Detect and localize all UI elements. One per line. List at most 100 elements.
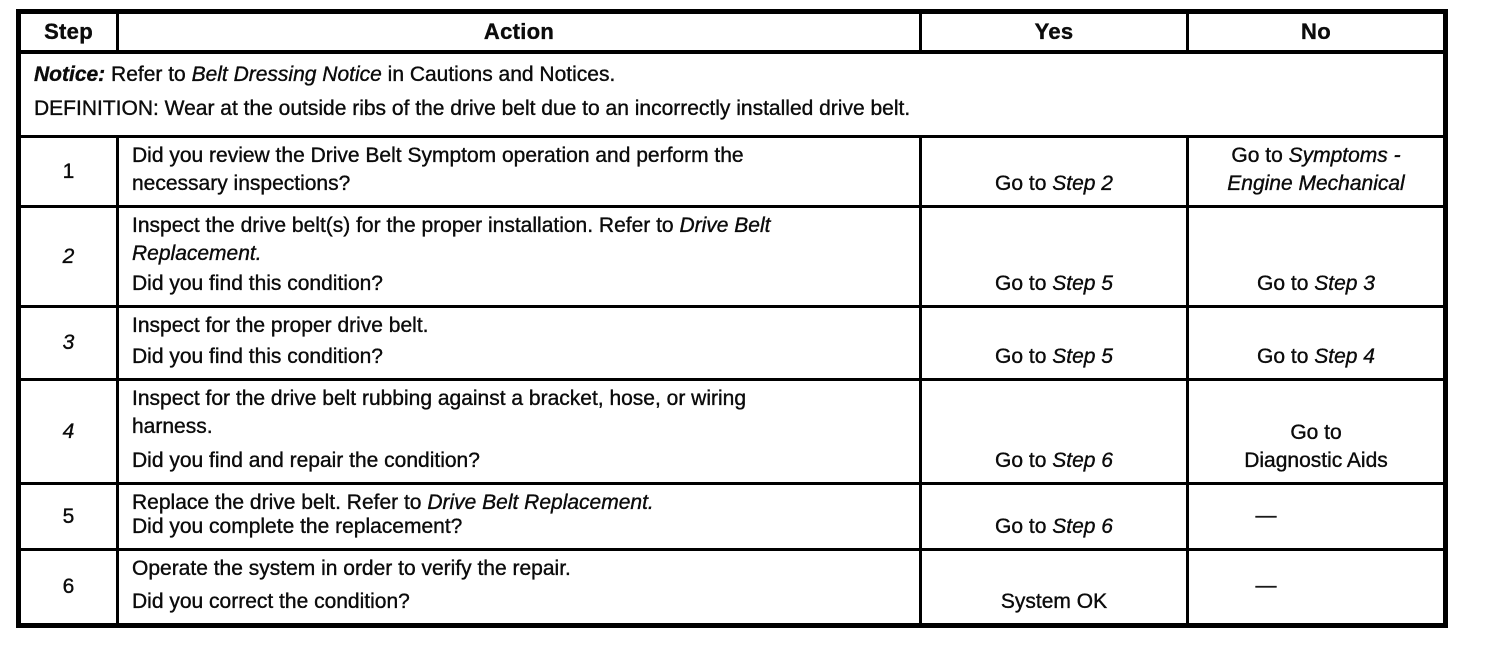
no-dash: —	[1143, 502, 1389, 530]
goto-ref: Step 2	[1052, 172, 1113, 195]
col-header-step: Step	[17, 10, 119, 54]
header-row: Step Action Yes No	[17, 10, 1447, 54]
diagnostic-table: Step Action Yes No Notice: Refer to Belt…	[16, 9, 1448, 628]
no-cell: Go to Symptoms - Engine Mechanical	[1186, 135, 1447, 208]
result-text: System OK	[1000, 590, 1108, 613]
step-number: 5	[17, 482, 119, 551]
action-text: Operate the system in order to verify th…	[132, 557, 571, 580]
goto-ref: Engine Mechanical	[1227, 172, 1405, 195]
action-intro-line: Replace the drive belt. Refer to Drive B…	[132, 489, 911, 517]
no-cell: Go to Step 3	[1186, 205, 1447, 308]
action-text: Did you review the Drive Belt Symptom op…	[132, 144, 744, 167]
notice-cell: Notice: Refer to Belt Dressing Notice in…	[17, 50, 1447, 138]
table-row-step-5: 5 Replace the drive belt. Refer to Drive…	[17, 482, 1447, 551]
action-text: necessary inspections?	[132, 172, 351, 195]
notice-row: Notice: Refer to Belt Dressing Notice in…	[17, 50, 1447, 138]
no-cell: —	[1186, 482, 1447, 551]
table-row-step-6: 6 Operate the system in order to verify …	[17, 548, 1447, 627]
action-question: Did you find this condition?	[132, 345, 383, 368]
goto-text: Go to	[995, 172, 1053, 195]
notice-text-before-ref: Refer to	[105, 63, 192, 86]
action-cell: Operate the system in order to verify th…	[116, 548, 922, 627]
table-row-step-2: 2 Inspect the drive belt(s) for the prop…	[17, 205, 1447, 308]
action-intro-line: Operate the system in order to verify th…	[132, 555, 911, 583]
table-row-step-1: 1 Did you review the Drive Belt Symptom …	[17, 135, 1447, 208]
action-question: Did you find and repair the condition?	[132, 449, 480, 472]
goto-ref: Step 3	[1314, 272, 1375, 295]
no-cell: —	[1186, 548, 1447, 627]
no-goto-line: Diagnostic Aids	[1193, 447, 1439, 475]
action-intro-line: Inspect the drive belt(s) for the proper…	[132, 212, 911, 240]
action-cell: Did you review the Drive Belt Symptom op…	[116, 135, 922, 208]
yes-goto: Go to Step 6	[926, 513, 1182, 541]
yes-cell: Go to Step 2	[919, 135, 1189, 208]
no-dash: —	[1143, 572, 1389, 600]
yes-cell: System OK	[919, 548, 1189, 627]
action-question: Did you find this condition?	[132, 272, 383, 295]
goto-text: Go to	[1290, 421, 1342, 444]
notice-label: Notice:	[34, 63, 106, 86]
goto-ref: Step 5	[1052, 272, 1113, 295]
definition-text: DEFINITION: Wear at the outside ribs of …	[34, 97, 911, 120]
action-text: Inspect the drive belt(s) for the proper…	[132, 214, 680, 237]
action-text: Inspect for the drive belt rubbing again…	[132, 387, 747, 410]
no-cell: Go to Diagnostic Aids	[1186, 378, 1447, 485]
no-goto-line: Go to Step 4	[1193, 343, 1439, 371]
step-number: 4	[17, 378, 119, 485]
step-number: 3	[17, 305, 119, 381]
step-number: 6	[17, 548, 119, 627]
yes-goto: Go to Step 5	[926, 343, 1182, 371]
col-header-yes: Yes	[919, 10, 1189, 54]
action-text: harness.	[132, 415, 213, 438]
dash-glyph: —	[1255, 574, 1277, 597]
action-cell: Inspect for the proper drive belt. Did y…	[116, 305, 922, 381]
step-number: 2	[17, 205, 119, 308]
no-goto-line: Engine Mechanical	[1193, 170, 1439, 198]
action-reference: Drive Belt Replacement.	[427, 491, 654, 514]
action-intro-line: Replacement.	[132, 240, 911, 268]
yes-cell: Go to Step 6	[919, 378, 1189, 485]
goto-text: Go to	[995, 515, 1053, 538]
goto-text: Go to	[1257, 345, 1315, 368]
yes-goto: Go to Step 2	[926, 170, 1182, 198]
action-text: Inspect for the proper drive belt.	[132, 314, 429, 337]
goto-text: Go to	[995, 345, 1053, 368]
action-text: Replace the drive belt. Refer to	[132, 491, 428, 514]
action-intro-line: harness.	[132, 413, 911, 441]
action-cell: Replace the drive belt. Refer to Drive B…	[116, 482, 922, 551]
no-goto-line: Go to Symptoms -	[1193, 142, 1439, 170]
goto-ref: Step 6	[1052, 515, 1113, 538]
goto-ref: Step 6	[1052, 449, 1113, 472]
yes-cell: Go to Step 5	[919, 205, 1189, 308]
yes-cell: Go to Step 6	[919, 482, 1189, 551]
yes-cell: Go to Step 5	[919, 305, 1189, 381]
action-question: Did you correct the condition?	[132, 590, 410, 613]
yes-goto: Go to Step 6	[926, 447, 1182, 475]
goto-text: Diagnostic Aids	[1244, 449, 1388, 472]
table-row-step-3: 3 Inspect for the proper drive belt. Did…	[17, 305, 1447, 381]
action-intro-line: Inspect for the drive belt rubbing again…	[132, 385, 911, 413]
col-header-action: Action	[116, 10, 922, 54]
action-intro-line: Inspect for the proper drive belt.	[132, 312, 911, 340]
table-row-step-4: 4 Inspect for the drive belt rubbing aga…	[17, 378, 1447, 485]
notice-text: Notice: Refer to Belt Dressing Notice in…	[34, 61, 1433, 89]
yes-goto: Go to Step 5	[926, 270, 1182, 298]
goto-ref: Symptoms -	[1288, 144, 1401, 167]
action-question: Did you complete the replacement?	[132, 515, 463, 538]
action-intro-line: Did you review the Drive Belt Symptom op…	[132, 142, 911, 170]
no-cell: Go to Step 4	[1186, 305, 1447, 381]
action-reference: Replacement.	[132, 242, 262, 265]
goto-text: Go to	[1231, 144, 1289, 167]
action-reference: Drive Belt	[679, 214, 771, 237]
col-header-no: No	[1186, 10, 1447, 54]
goto-ref: Step 4	[1314, 345, 1375, 368]
notice-reference: Belt Dressing Notice	[191, 63, 382, 86]
dash-glyph: —	[1255, 503, 1277, 527]
action-cell: Inspect for the drive belt rubbing again…	[116, 378, 922, 485]
no-goto-line: Go to Step 3	[1193, 270, 1439, 298]
notice-text-after-ref: in Cautions and Notices.	[381, 63, 616, 86]
no-goto-line: Go to	[1193, 419, 1439, 447]
goto-text: Go to	[1257, 272, 1315, 295]
goto-text: Go to	[995, 272, 1053, 295]
action-cell: Inspect the drive belt(s) for the proper…	[116, 205, 922, 308]
